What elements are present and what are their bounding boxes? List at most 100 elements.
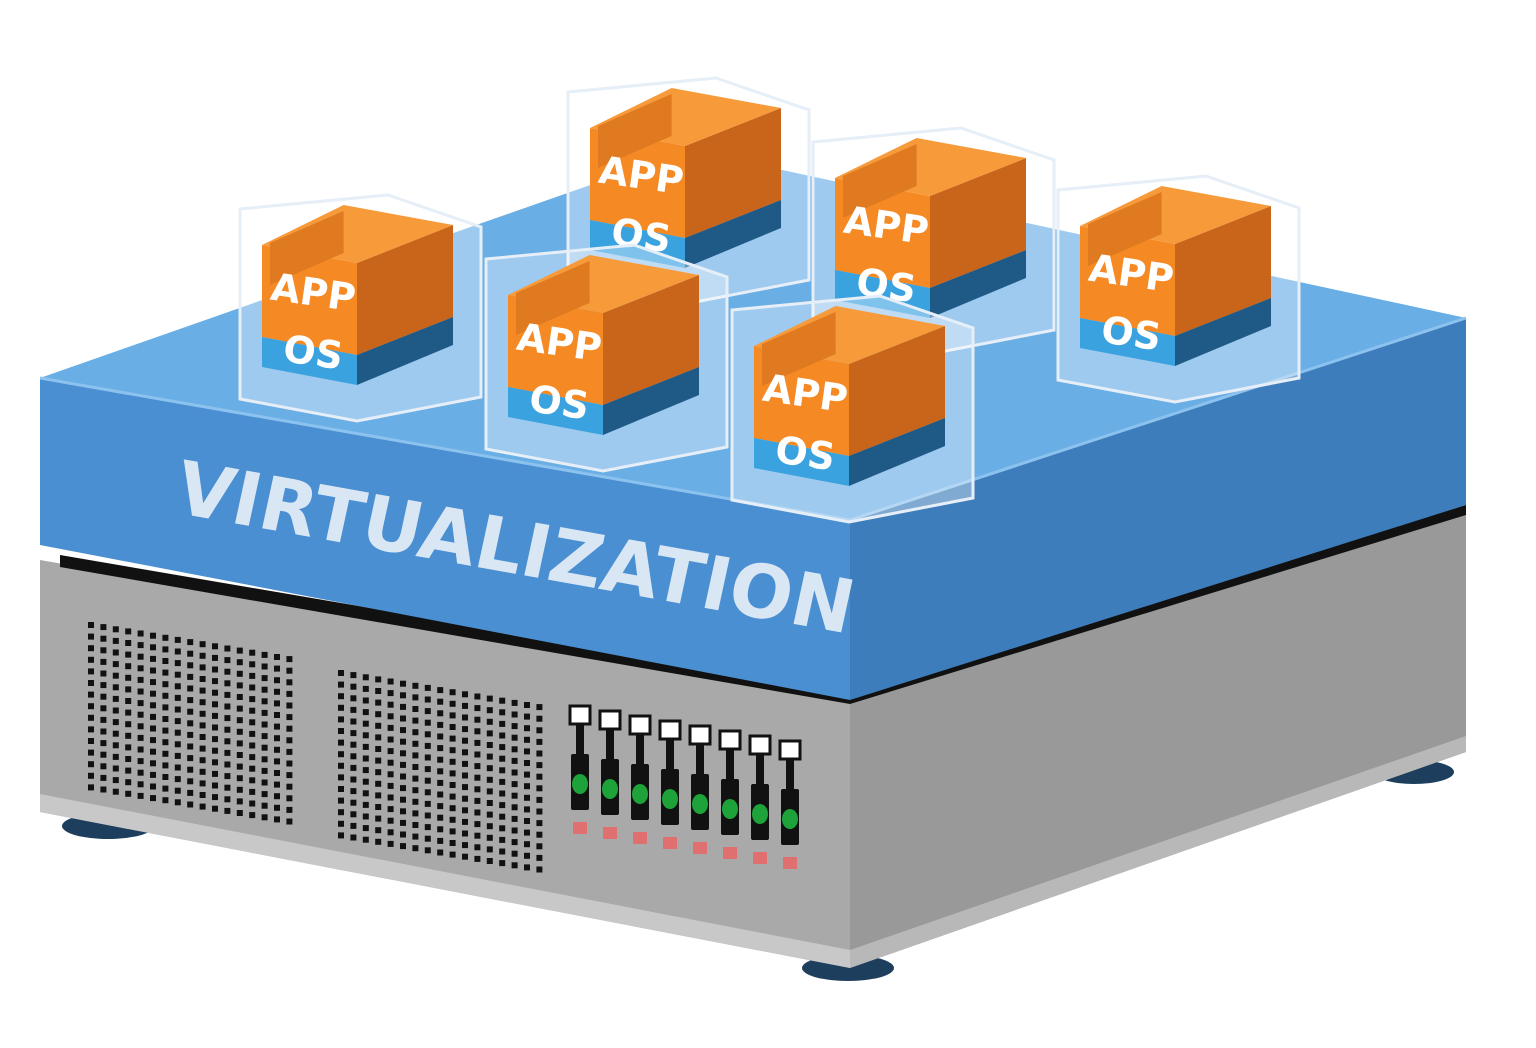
vent-hole (224, 680, 231, 687)
vent-hole (424, 800, 431, 807)
vent-hole (137, 676, 144, 683)
vent-hole (462, 784, 468, 791)
drive-bay-handle (688, 724, 712, 746)
vent-hole (261, 756, 268, 763)
vent-hole (400, 692, 406, 699)
vent-hole (174, 729, 181, 736)
drive-bay-handle (598, 709, 622, 731)
drive-bay-stem (606, 729, 614, 761)
vent-hole (375, 722, 382, 729)
vent-hole (486, 742, 493, 748)
vent-hole (286, 690, 293, 697)
vent-hole (437, 733, 444, 740)
vent-hole (125, 674, 132, 681)
vent-hole (261, 675, 268, 682)
vent-hole (536, 808, 543, 815)
vent-hole (174, 636, 181, 643)
vent-hole (375, 746, 382, 752)
vent-hole (187, 743, 194, 750)
vent-hole (137, 630, 144, 637)
vm-os-label: OS (281, 326, 346, 378)
vent-hole (338, 786, 344, 792)
vent-hole (350, 683, 357, 690)
vent-hole (212, 666, 218, 673)
vent-hole (449, 758, 456, 765)
vent-hole (199, 699, 206, 706)
server-side-lip (850, 736, 1466, 968)
vent-hole (486, 695, 493, 702)
vent-hole (137, 758, 144, 765)
vent-hole (338, 832, 344, 839)
vent-hole (199, 687, 206, 694)
vent-hole (236, 786, 243, 793)
vent-hole (212, 736, 218, 743)
vent-hole (212, 724, 218, 731)
vent-hole (100, 716, 107, 723)
vent-hole (274, 735, 280, 742)
vent-hole (449, 793, 456, 800)
vent-hole (424, 696, 431, 703)
vent-hole (536, 704, 543, 711)
vent-hole (462, 714, 468, 721)
vent-hole (449, 782, 456, 788)
vent-hole (462, 726, 468, 733)
vent-hole (524, 736, 530, 743)
vent-hole (224, 703, 231, 710)
drive-indicator (603, 827, 617, 839)
vent-hole (162, 774, 169, 780)
vent-hole (437, 837, 444, 844)
drive-bay-icon (748, 734, 772, 864)
vent-hole (350, 753, 357, 760)
vent-hole (261, 779, 268, 786)
vent-hole (387, 782, 394, 789)
vent-hole (261, 814, 268, 821)
vent-hole (338, 820, 344, 827)
vent-hole (536, 727, 543, 734)
vent-hole (88, 668, 94, 675)
vent-hole (449, 724, 456, 730)
vm-app-side (849, 326, 945, 456)
vent-hole (486, 788, 493, 795)
vent-hole (212, 689, 218, 696)
vent-hole (387, 817, 394, 824)
vent-hole (387, 840, 394, 847)
vent-hole (274, 677, 280, 684)
vent-hole (286, 795, 293, 802)
vm-os-face (262, 337, 357, 385)
vent-hole (150, 783, 156, 790)
vent-hole (174, 648, 181, 655)
vent-hole (274, 781, 280, 788)
vent-hole (400, 750, 406, 757)
vent-hole (224, 691, 231, 698)
vm-inner-wall (843, 144, 917, 218)
vent-hole (261, 744, 268, 751)
vent-hole (412, 810, 419, 817)
vent-hole (474, 786, 481, 793)
vent-hole (387, 736, 394, 743)
vent-hole (362, 767, 369, 774)
drive-bay-handle (568, 704, 592, 726)
vent-hole (224, 715, 231, 722)
vent-hole (400, 843, 406, 850)
vent-hole (511, 850, 518, 857)
vent-hole (536, 843, 543, 850)
vent-hole (412, 787, 419, 794)
vent-hole (187, 650, 194, 657)
vent-hole (536, 854, 543, 861)
vent-hole (249, 777, 256, 784)
vent-hole (338, 670, 344, 676)
vent-hole (125, 790, 132, 797)
vm-os-label: OS (854, 259, 919, 311)
vent-hole (412, 682, 419, 689)
vent-hole (362, 674, 369, 681)
vent-hole (524, 864, 530, 871)
vent-hole (249, 719, 256, 726)
vent-hole (362, 709, 369, 716)
vent-hole (474, 751, 481, 758)
vent-hole (511, 757, 518, 764)
vent-hole (125, 651, 132, 658)
vent-hole (199, 803, 206, 810)
vent-hole (375, 804, 382, 810)
